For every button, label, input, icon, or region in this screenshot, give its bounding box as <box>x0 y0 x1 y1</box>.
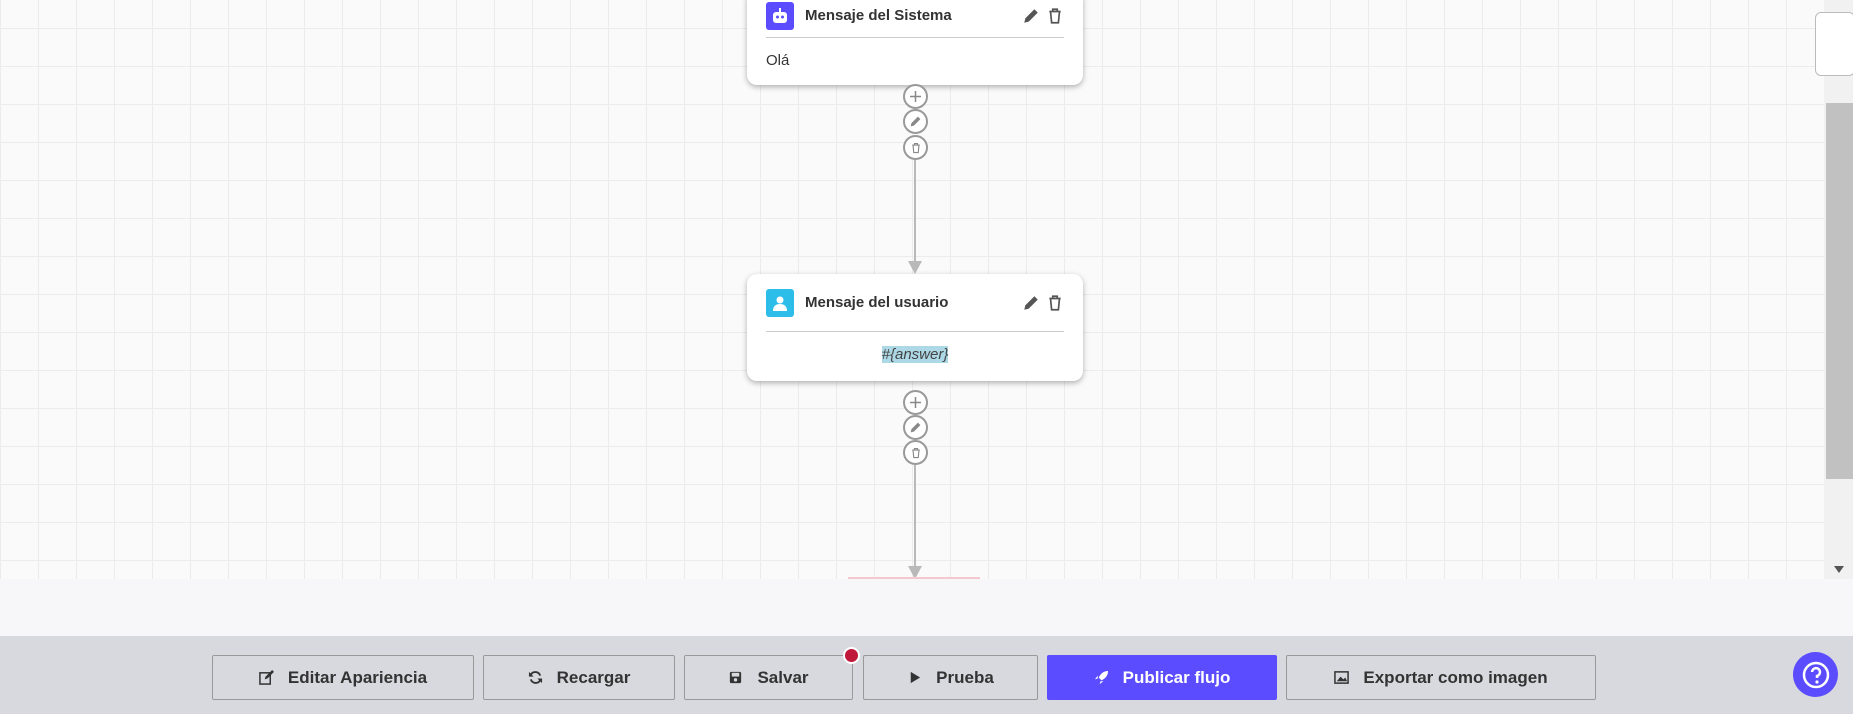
arrow-head <box>908 566 922 579</box>
node-content: Olá <box>766 52 790 69</box>
image-icon <box>1334 671 1350 684</box>
node-title: Mensaje del Sistema <box>805 7 952 24</box>
button-label: Salvar <box>757 667 809 687</box>
edit-icon <box>259 670 274 685</box>
refresh-icon <box>528 671 542 684</box>
trash-icon <box>911 142 920 153</box>
pencil-icon <box>910 422 921 433</box>
plus-icon <box>910 397 921 408</box>
export-image-button[interactable]: Exportar como imagen <box>1286 655 1596 700</box>
node-title: Mensaje del usuario <box>805 294 949 311</box>
plus-icon <box>910 91 921 102</box>
question-icon <box>1802 661 1829 688</box>
button-label: Exportar como imagen <box>1363 667 1548 687</box>
publish-flow-button[interactable]: Publicar flujo <box>1047 655 1277 700</box>
reload-button[interactable]: Recargar <box>483 655 675 700</box>
node-system-message[interactable]: Mensaje del Sistema Olá <box>747 0 1083 85</box>
button-label: Prueba <box>936 667 994 687</box>
edit-appearance-button[interactable]: Editar Apariencia <box>212 655 474 700</box>
connector-line <box>914 160 916 262</box>
scroll-down-arrow-icon[interactable] <box>1834 566 1844 573</box>
arrow-head <box>908 261 922 274</box>
trash-icon[interactable] <box>1046 294 1064 312</box>
scrollbar-thumb[interactable] <box>1826 103 1853 479</box>
save-icon <box>730 671 742 684</box>
add-node-button[interactable] <box>903 390 928 415</box>
scrollbar[interactable] <box>1824 0 1853 579</box>
node-content: #{answer} <box>881 346 949 363</box>
trash-icon[interactable] <box>1046 7 1064 25</box>
play-icon <box>910 671 921 684</box>
button-label: Editar Apariencia <box>287 667 428 687</box>
help-button[interactable] <box>1793 652 1838 697</box>
delete-connection-button[interactable] <box>903 135 928 160</box>
pencil-icon[interactable] <box>1022 294 1040 312</box>
node-user-message[interactable]: Mensaje del usuario #{answer} <box>747 274 1083 381</box>
flow-canvas[interactable]: Mensaje del Sistema Olá Mensaje del usua… <box>0 0 1824 579</box>
button-label: Recargar <box>556 667 631 687</box>
pencil-icon <box>910 116 921 127</box>
save-button[interactable]: Salvar <box>684 655 853 700</box>
trash-icon <box>911 447 920 458</box>
side-panel-toggle[interactable] <box>1815 12 1853 76</box>
delete-connection-button[interactable] <box>903 440 928 465</box>
connector-line <box>914 465 916 567</box>
rocket-icon <box>1094 670 1108 685</box>
edit-connection-button[interactable] <box>903 109 928 134</box>
pencil-icon[interactable] <box>1022 7 1040 25</box>
bottom-toolbar: Editar Apariencia Recargar Salvar Prueba… <box>0 636 1853 714</box>
next-node-edge <box>848 577 980 579</box>
button-label: Publicar flujo <box>1122 667 1231 687</box>
add-node-button[interactable] <box>903 84 928 109</box>
user-icon <box>766 288 794 317</box>
unsaved-changes-dot <box>843 647 860 664</box>
edit-connection-button[interactable] <box>903 415 928 440</box>
test-button[interactable]: Prueba <box>863 655 1038 700</box>
robot-icon <box>766 1 794 30</box>
